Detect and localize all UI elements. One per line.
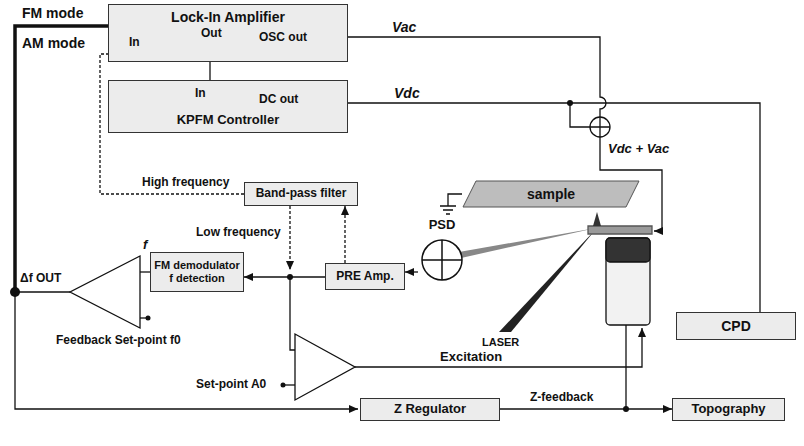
node-label: DC out — [259, 93, 298, 107]
lock-in-box: Lock-In AmplifierIn Out OSC out — [108, 4, 348, 62]
node-label: In — [195, 87, 206, 101]
signal-name: Z-feedback — [530, 391, 593, 404]
psd-outline — [422, 240, 462, 280]
band-pass-filter-box: Band-pass filter — [244, 182, 358, 206]
node-label: Lock-In Amplifier — [109, 9, 347, 25]
mode-label: AM mode — [22, 36, 85, 51]
part-name: LASER — [482, 336, 519, 348]
sample-surface — [463, 181, 639, 207]
path-label: Low frequency — [196, 226, 281, 239]
node-label: PSD — [418, 218, 466, 233]
setpoint-label: Feedback Set-point f0 — [56, 334, 181, 347]
node-label: FM demodulator f detection — [154, 259, 240, 284]
connector — [405, 271, 418, 272]
cpd-box: CPD — [676, 312, 796, 340]
node-label: Topography — [691, 402, 765, 417]
kpfm-controller-box: In DC outKPFM Controller — [108, 80, 348, 133]
node-label: In — [129, 36, 140, 50]
psd-detector: PSD — [418, 218, 466, 282]
preamp-box: PRE Amp. — [325, 263, 405, 290]
mode-label: FM mode — [22, 6, 83, 21]
connector — [348, 103, 760, 312]
fm-demodulator-box: FM demodulator f detection — [150, 252, 244, 292]
connector-label: Vdc — [392, 86, 422, 101]
node-label: CPD — [721, 318, 751, 334]
z-regulator-box: Z Regulator — [360, 398, 500, 421]
connector-label: High frequency — [140, 176, 231, 189]
psd-quadrants — [422, 240, 462, 280]
node-label: OSC out — [259, 31, 307, 45]
signal-name: Vdc + Vac — [608, 142, 669, 156]
signal-name: Vac — [392, 20, 416, 35]
setpoint-label: Set-point A0 — [196, 378, 266, 391]
connector — [209, 62, 210, 80]
sample-plate: sample — [462, 180, 640, 208]
node-label: Z Regulator — [394, 402, 466, 417]
node-label: Out — [201, 27, 222, 41]
topography-box: Topography — [672, 398, 785, 421]
connector — [500, 408, 672, 409]
node-label: sample — [527, 186, 575, 202]
output-label: Δf OUT — [20, 272, 61, 285]
connector — [344, 206, 345, 263]
node-label: PRE Amp. — [336, 270, 394, 284]
node-label: KPFM Controller — [109, 113, 347, 128]
signal-name: f — [143, 238, 147, 252]
signal-name: Excitation — [440, 350, 502, 364]
connector — [244, 276, 325, 277]
node-label: Band-pass filter — [256, 187, 347, 201]
